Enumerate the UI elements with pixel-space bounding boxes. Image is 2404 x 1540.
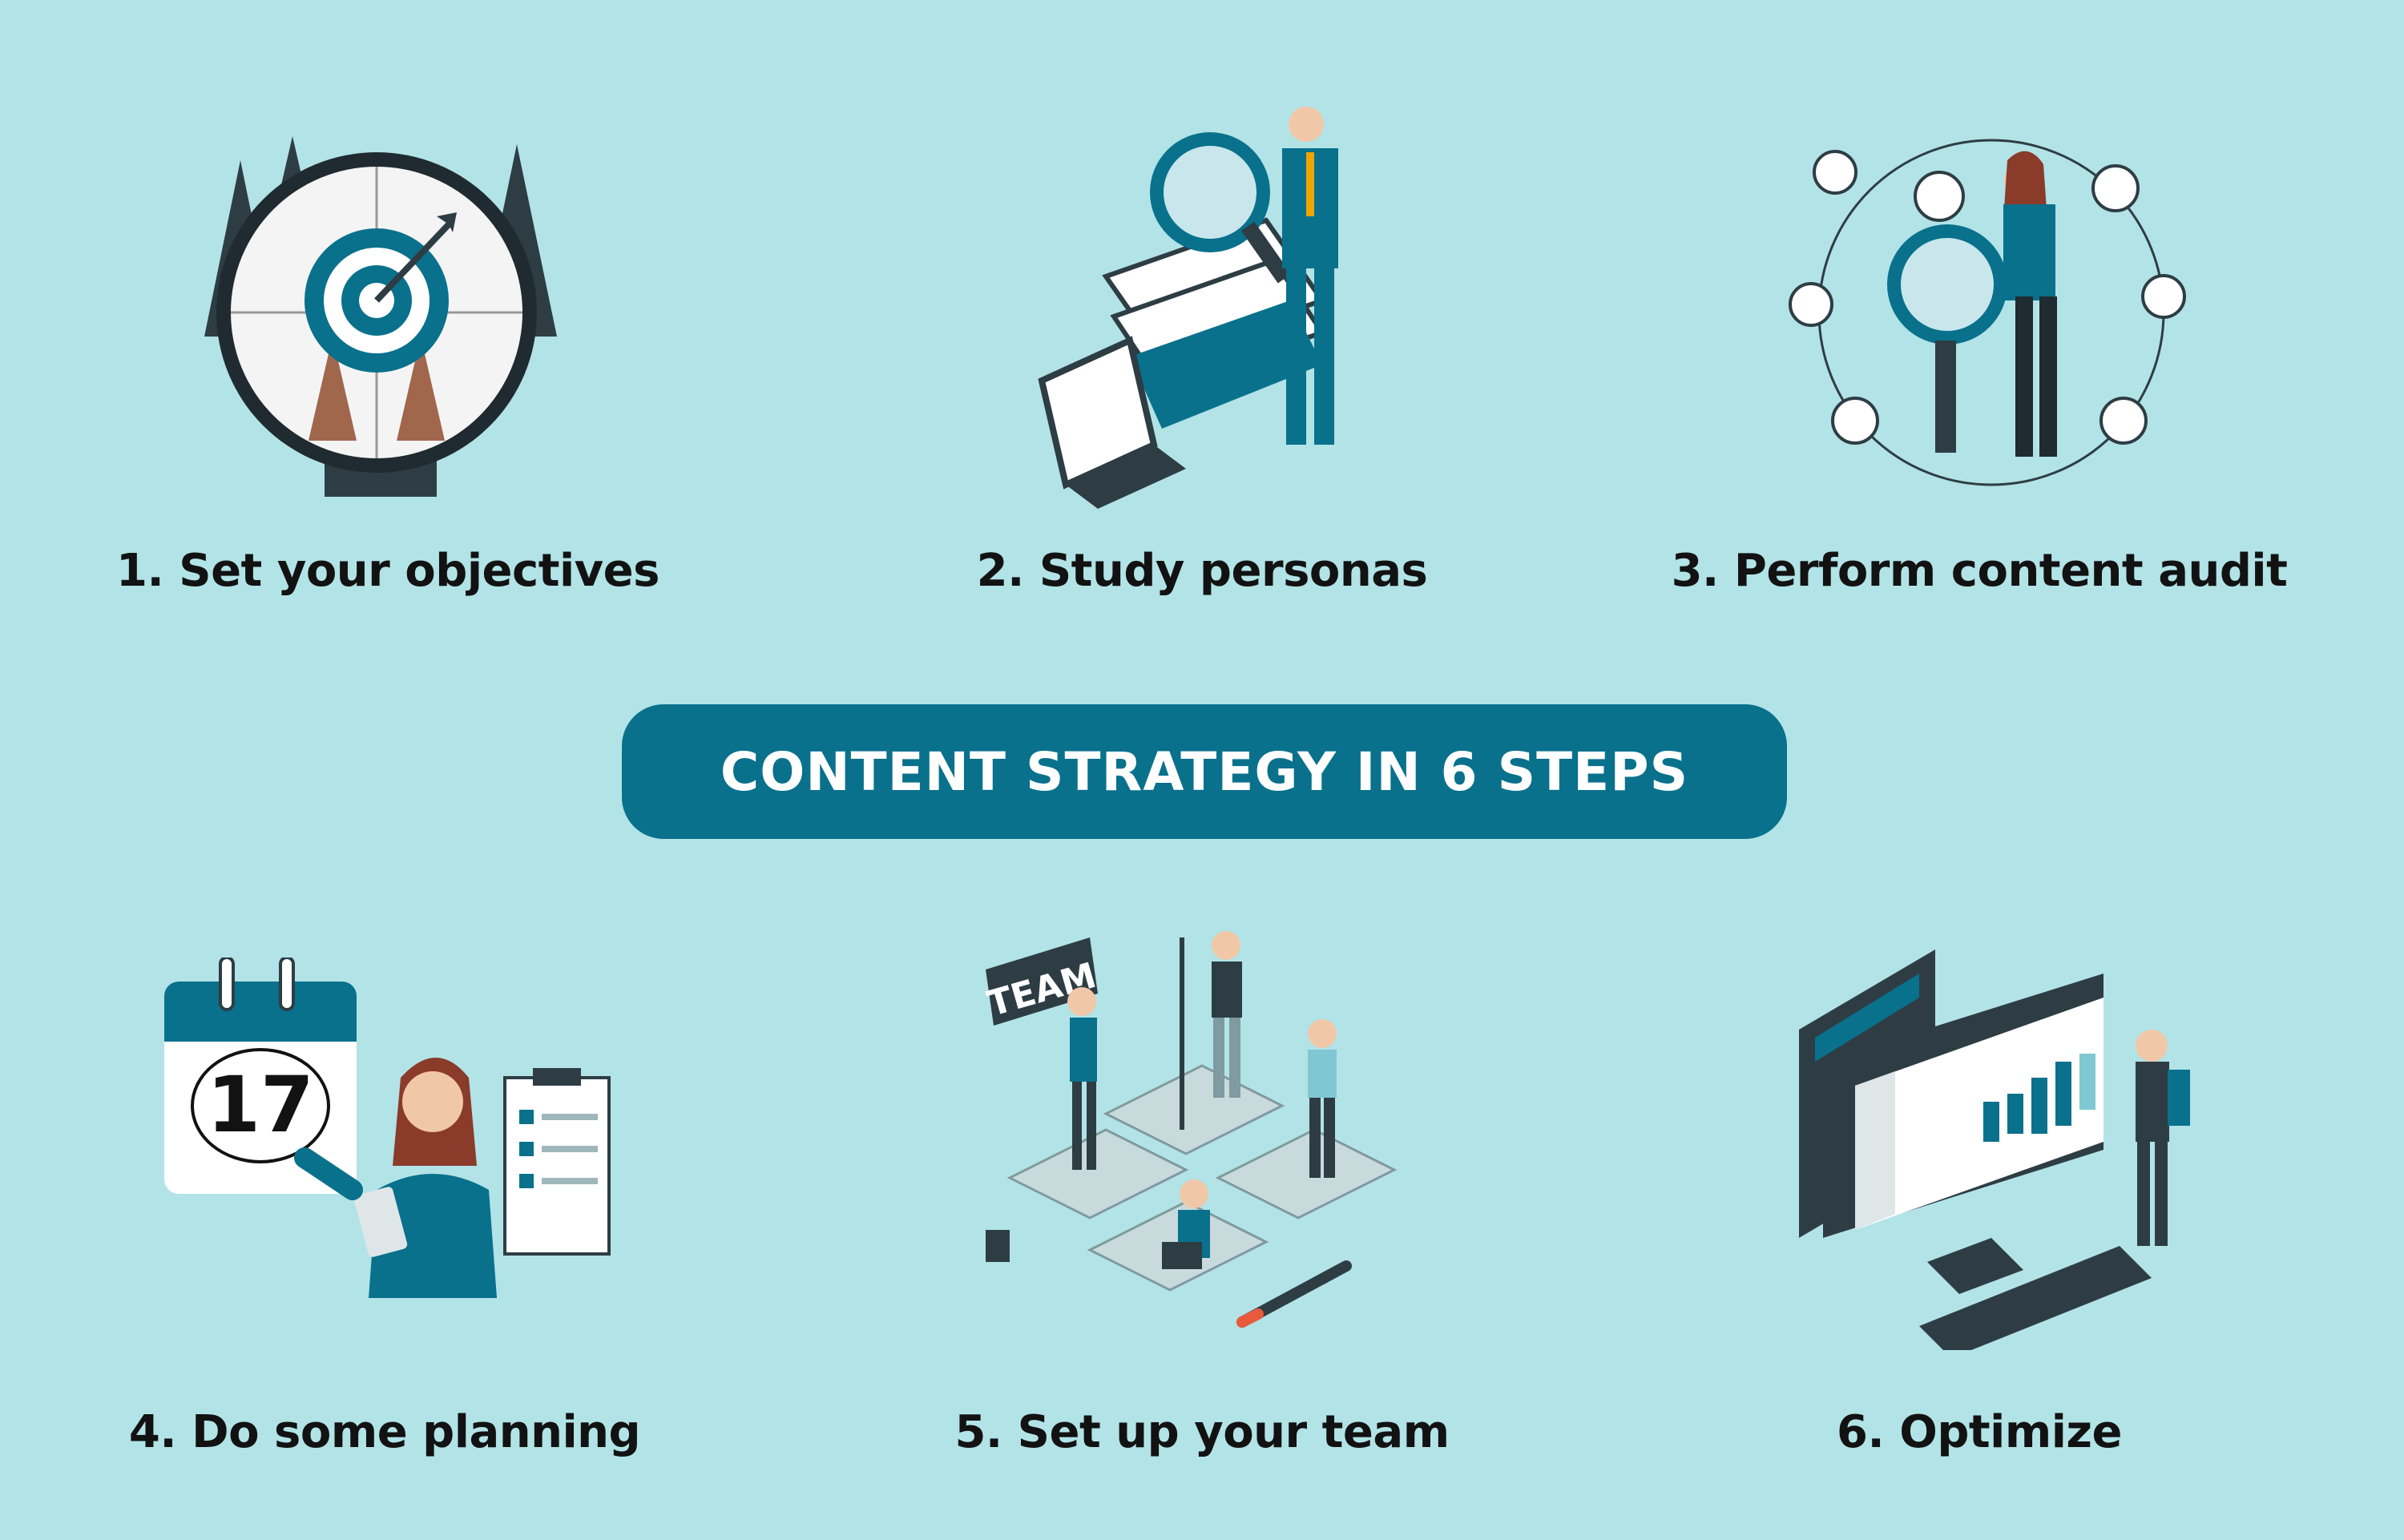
step-2-label: 2. Study personas — [976, 545, 1428, 597]
step-4-label: 4. Do some planning — [128, 1406, 641, 1458]
step-3-label: 3. Perform content audit — [1671, 545, 2288, 597]
step-6-label: 6. Optimize — [1836, 1406, 2123, 1458]
step-1-label: 1. Set your objectives — [116, 545, 659, 597]
team-puzzle-icon: TEAM — [978, 921, 1426, 1358]
step-5-label: 5. Set up your team — [954, 1406, 1450, 1458]
calendar-day-number: 17 — [207, 1060, 314, 1150]
monitor-dashboard-icon — [1799, 949, 2200, 1350]
banner-title: CONTENT STRATEGY IN 6 STEPS — [720, 740, 1689, 803]
calendar-planning-icon: 17 — [160, 957, 617, 1298]
magnifier-documents-icon — [1026, 100, 1382, 509]
title-banner: CONTENT STRATEGY IN 6 STEPS — [622, 704, 1787, 839]
audit-network-icon — [1787, 132, 2196, 493]
target-compass-icon — [172, 128, 581, 497]
